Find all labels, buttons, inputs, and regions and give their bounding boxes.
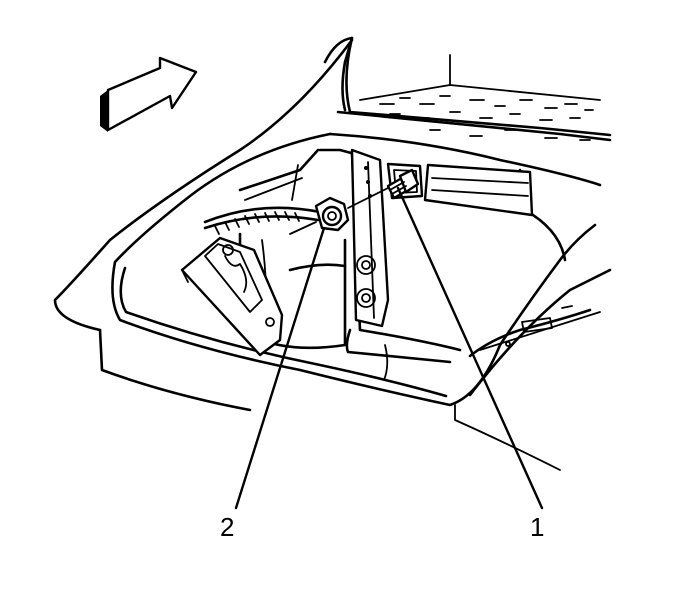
leader-line-2 xyxy=(234,226,326,510)
leader-line-1 xyxy=(396,186,544,510)
assembly-axis-line xyxy=(289,187,389,235)
rear-window xyxy=(323,36,612,142)
mounting-bracket xyxy=(350,148,390,328)
callout-label-1: 1 xyxy=(530,512,545,542)
seat-back-texture xyxy=(379,95,594,141)
trunk-floor xyxy=(318,148,601,381)
right-inner-panel xyxy=(423,163,567,262)
jack-bracket xyxy=(180,236,284,357)
callout-label-2: 2 xyxy=(220,512,235,542)
left-trim xyxy=(238,148,320,201)
direction-arrow-icon xyxy=(100,56,198,132)
nut xyxy=(314,196,350,232)
